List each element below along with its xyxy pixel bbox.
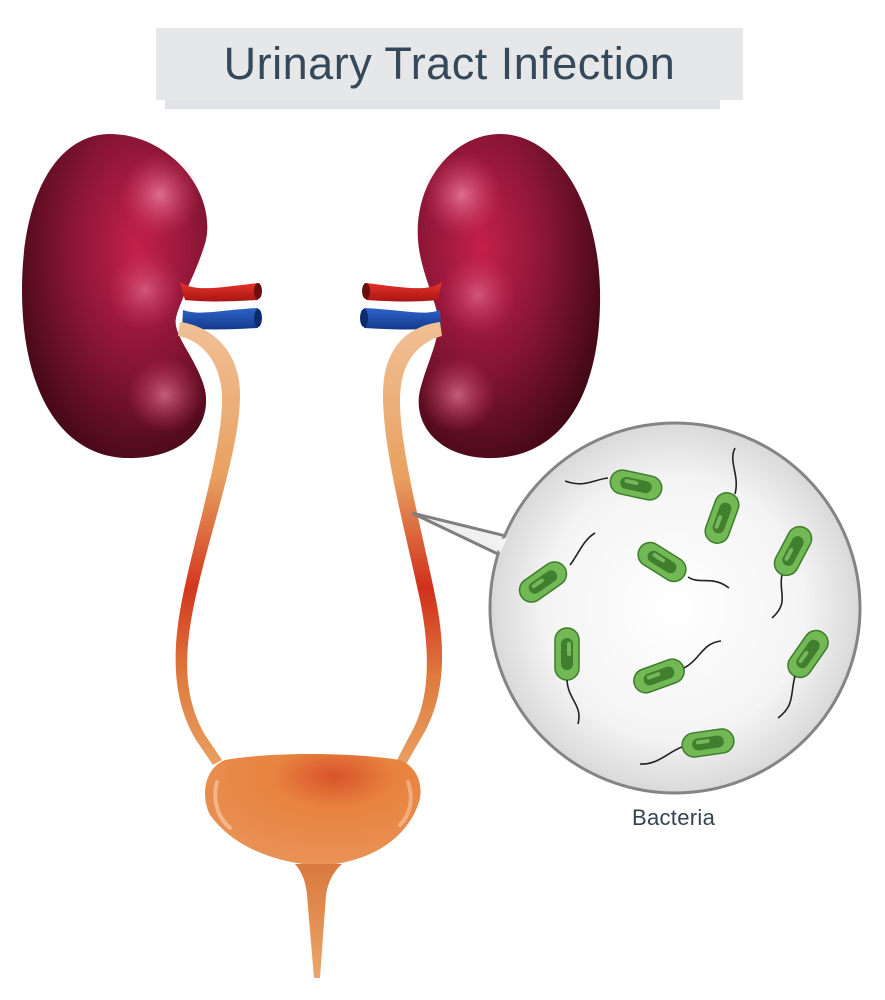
bacterium [769, 521, 817, 619]
left-ureter [175, 322, 240, 765]
title-banner: Urinary Tract Infection [156, 28, 743, 100]
bacteria-magnifier [488, 421, 862, 795]
bacteria-label: Bacteria [632, 805, 716, 830]
magnifier-pointer [411, 511, 513, 557]
page-title: Urinary Tract Infection [223, 38, 676, 89]
bacterium [564, 467, 665, 503]
bacterium [701, 447, 743, 548]
right-kidney [417, 134, 601, 459]
bacterium [554, 627, 580, 725]
left-renal-vessels [180, 282, 262, 330]
right-ureter [383, 322, 443, 766]
bacterium [777, 625, 834, 719]
bacterium [514, 532, 596, 608]
bacterium [629, 640, 722, 697]
urethra [295, 864, 342, 978]
bacterium [639, 726, 737, 765]
right-renal-vessels [360, 282, 442, 330]
left-kidney [22, 134, 208, 459]
bladder [205, 754, 421, 866]
bacterium [632, 537, 730, 589]
